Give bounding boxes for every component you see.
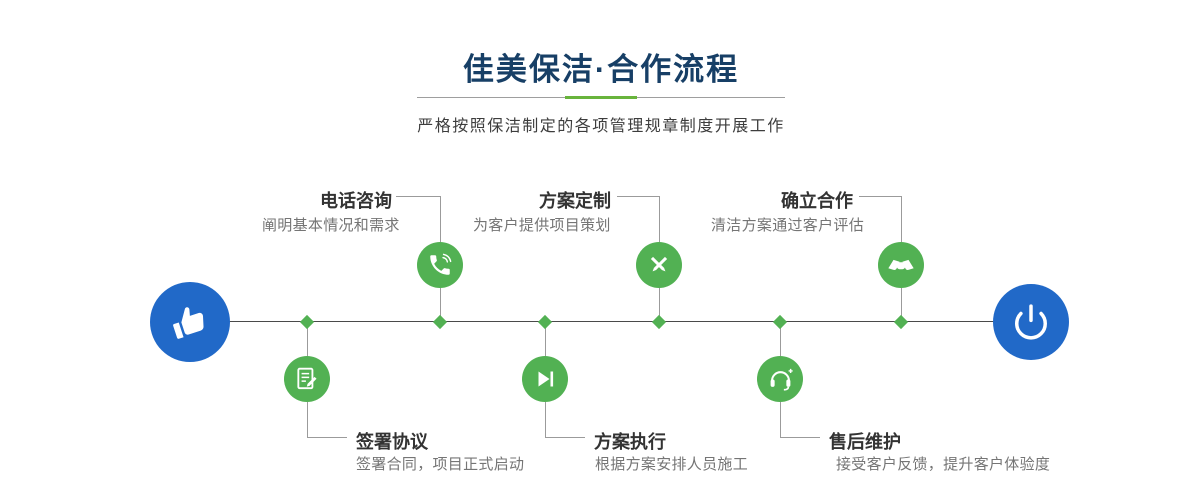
timeline-node-diamond bbox=[299, 314, 315, 330]
connector-line bbox=[617, 196, 659, 197]
step-circle-execute bbox=[522, 356, 568, 402]
connector-line bbox=[780, 402, 781, 438]
step-title-cooperation: 确立合作 bbox=[781, 191, 853, 211]
timeline-axis bbox=[190, 321, 1032, 322]
title-divider bbox=[417, 96, 785, 100]
step-desc-cooperation: 清洁方案通过客户评估 bbox=[711, 217, 865, 234]
headset-icon bbox=[767, 366, 794, 393]
connector-line bbox=[901, 288, 902, 318]
phone-icon bbox=[427, 252, 453, 278]
step-desc-contract: 签署合同，项目正式启动 bbox=[356, 456, 525, 473]
step-circle-contract bbox=[284, 356, 330, 402]
step-desc-phone: 阐明基本情况和需求 bbox=[262, 217, 400, 234]
page-title: 佳美保洁·合作流程 bbox=[462, 52, 740, 87]
step-circle-design bbox=[636, 242, 682, 288]
connector-line bbox=[780, 326, 781, 356]
timeline-node-diamond bbox=[651, 314, 667, 330]
connector-line bbox=[780, 437, 820, 438]
timeline-node-diamond bbox=[432, 314, 448, 330]
timeline-node-diamond bbox=[893, 314, 909, 330]
divider-green-accent bbox=[565, 96, 637, 99]
step-title-contract: 签署协议 bbox=[356, 432, 428, 452]
step-title-service: 售后维护 bbox=[829, 432, 901, 452]
connector-line bbox=[545, 402, 546, 438]
connector-line bbox=[545, 437, 585, 438]
handshake-icon bbox=[886, 250, 916, 280]
timeline-node-diamond bbox=[537, 314, 553, 330]
connector-line bbox=[901, 196, 902, 242]
step-title-design: 方案定制 bbox=[539, 191, 611, 211]
contract-icon bbox=[294, 366, 320, 392]
connector-line bbox=[396, 196, 440, 197]
timeline-node-diamond bbox=[772, 314, 788, 330]
connector-line bbox=[307, 437, 347, 438]
step-desc-design: 为客户提供项目策划 bbox=[473, 217, 611, 234]
timeline-start-node bbox=[150, 282, 230, 362]
connector-line bbox=[307, 402, 308, 438]
page-subtitle: 严格按照保洁制定的各项管理规章制度开展工作 bbox=[417, 118, 785, 135]
connector-line bbox=[545, 326, 546, 356]
step-circle-handshake bbox=[878, 242, 924, 288]
connector-line bbox=[440, 288, 441, 318]
connector-line bbox=[659, 196, 660, 242]
connector-line bbox=[440, 196, 441, 242]
step-title-execute: 方案执行 bbox=[594, 432, 666, 452]
play-next-icon bbox=[533, 367, 557, 391]
connector-line bbox=[659, 288, 660, 318]
step-desc-service: 接受客户反馈，提升客户体验度 bbox=[836, 456, 1051, 473]
power-icon bbox=[1012, 303, 1050, 341]
hand-pointer-icon bbox=[170, 302, 210, 342]
step-circle-service bbox=[757, 356, 803, 402]
connector-line bbox=[307, 326, 308, 356]
connector-line bbox=[859, 196, 901, 197]
step-title-phone: 电话咨询 bbox=[320, 191, 392, 211]
step-desc-execute: 根据方案安排人员施工 bbox=[595, 456, 749, 473]
step-circle-phone bbox=[417, 242, 463, 288]
pencil-tools-icon bbox=[646, 252, 672, 278]
timeline-end-node bbox=[993, 284, 1069, 360]
